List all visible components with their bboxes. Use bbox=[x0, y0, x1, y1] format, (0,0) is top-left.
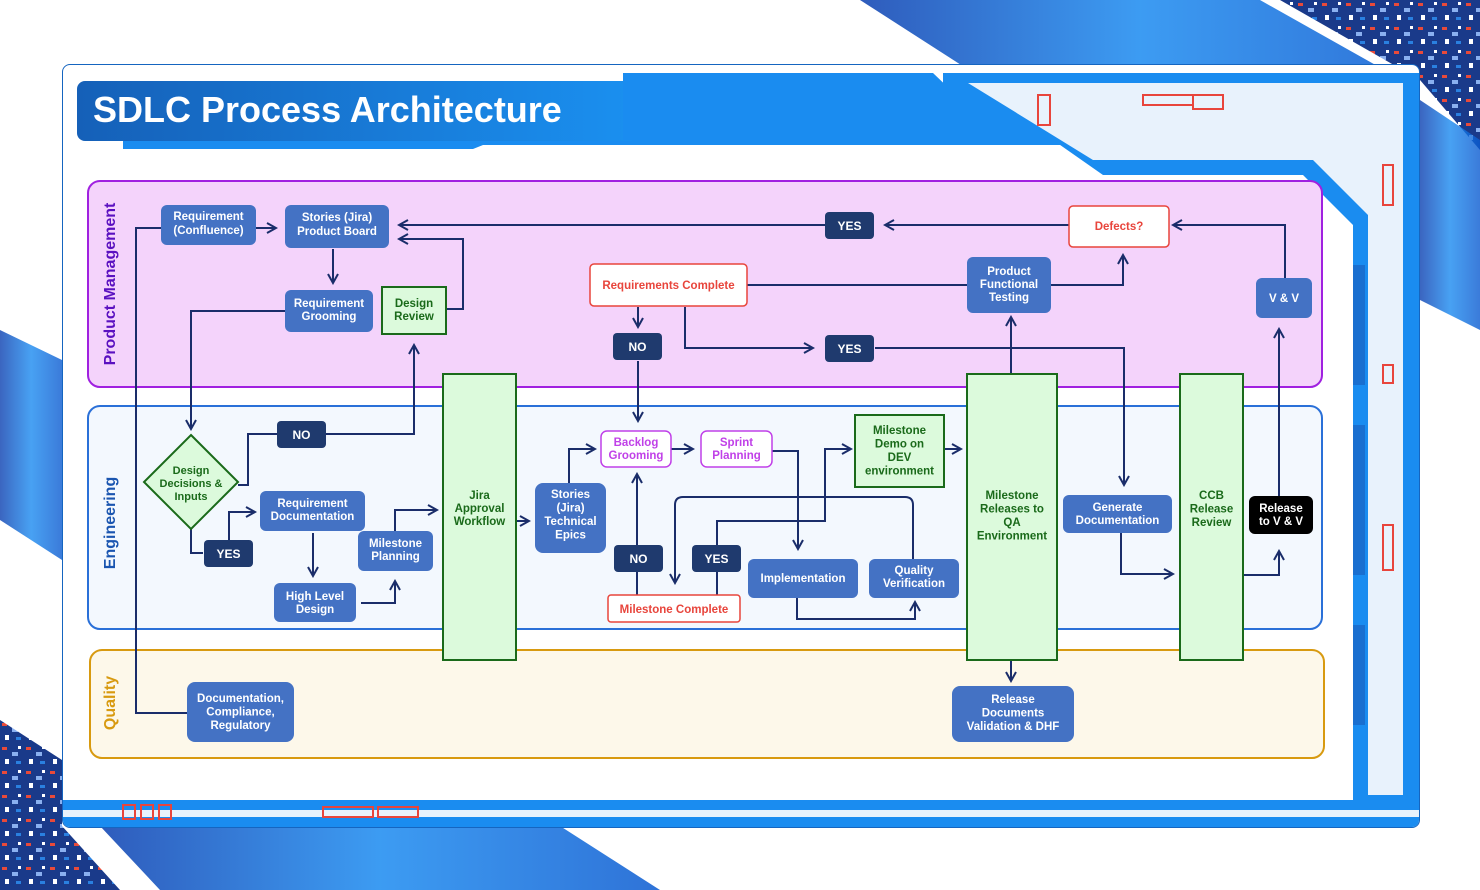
svg-text:NO: NO bbox=[630, 552, 648, 566]
svg-text:YES: YES bbox=[704, 552, 728, 566]
arrow-impl-to-qv bbox=[796, 595, 915, 620]
svg-text:YES: YES bbox=[216, 547, 240, 561]
svg-text:NO: NO bbox=[293, 428, 311, 442]
svg-text:YES: YES bbox=[837, 342, 861, 356]
arrow-milestoneplanning-to-jira bbox=[394, 510, 437, 539]
arrow-yes-to-gendoc bbox=[875, 347, 1124, 485]
line-decision-to-yes bbox=[190, 528, 203, 554]
arrow-no-to-designreview bbox=[238, 345, 414, 486]
tag-yes-design: YES bbox=[204, 540, 253, 567]
arrow-hld-to-milestoneplanning bbox=[361, 581, 395, 604]
tag-no-requirements: NO bbox=[613, 333, 662, 360]
lane-label-quality: Quality bbox=[102, 676, 119, 730]
arrow-epics-to-backlog bbox=[568, 449, 595, 485]
arrow-reqcomplete-to-yes bbox=[684, 307, 813, 348]
svg-text:Stories (Jira)Product Board: Stories (Jira)Product Board bbox=[297, 212, 377, 238]
svg-text:YES: YES bbox=[837, 219, 861, 233]
diagram-canvas: SDLC Process Architecture bbox=[63, 73, 1419, 827]
svg-text:V & V: V & V bbox=[1269, 293, 1299, 305]
arrow-qv-to-milestonecomplete bbox=[675, 496, 914, 583]
arrow-ccb-to-release bbox=[1243, 551, 1279, 576]
tag-yes-requirements: YES bbox=[825, 335, 874, 362]
tag-no-milestone: NO bbox=[614, 545, 663, 572]
connectors bbox=[135, 225, 1286, 714]
arrow-sprint-to-implementation bbox=[761, 450, 798, 549]
svg-text:Implementation: Implementation bbox=[761, 573, 846, 585]
page-title: SDLC Process Architecture bbox=[93, 89, 562, 130]
svg-text:Requirements Complete: Requirements Complete bbox=[602, 280, 734, 292]
arrow-pft-to-defects bbox=[1049, 255, 1123, 286]
svg-text:Defects?: Defects? bbox=[1095, 221, 1144, 233]
tag-yes-milestone: YES bbox=[692, 545, 741, 572]
node-stories-product-board[interactable]: Stories (Jira)Product Board bbox=[285, 205, 389, 248]
node-v-and-v[interactable]: V & V bbox=[1256, 278, 1312, 318]
lane-label-eng: Engineering bbox=[102, 477, 119, 569]
svg-text:Milestone Complete: Milestone Complete bbox=[620, 604, 729, 616]
node-documentation-compliance[interactable]: Documentation,Compliance,Regulatory bbox=[187, 682, 294, 742]
node-requirement-confluence[interactable]: Requirement(Confluence) bbox=[161, 205, 256, 245]
svg-text:Documentation,Compliance,Regul: Documentation,Compliance,Regulatory bbox=[197, 693, 284, 732]
node-implementation[interactable]: Implementation bbox=[748, 559, 858, 598]
circuit-border-decoration bbox=[63, 73, 1419, 827]
lane-label-pm: Product Management bbox=[102, 202, 119, 365]
arrow-vv-to-defects bbox=[1173, 225, 1286, 293]
arrow-gendoc-to-ccb bbox=[1120, 533, 1173, 574]
tag-yes-defects: YES bbox=[825, 212, 874, 239]
node-milestone-complete[interactable]: Milestone Complete bbox=[607, 594, 741, 623]
node-requirements-complete[interactable]: Requirements Complete bbox=[589, 263, 748, 307]
line-confluence-to-docs bbox=[135, 227, 187, 714]
arrow-yes-to-reqdoc bbox=[228, 512, 255, 541]
svg-text:NO: NO bbox=[629, 340, 647, 354]
node-defects[interactable]: Defects? bbox=[1068, 205, 1170, 248]
diagram-card: SDLC Process Architecture bbox=[62, 64, 1420, 828]
svg-text:Requirement(Confluence): Requirement(Confluence) bbox=[173, 211, 243, 237]
arrow-grooming-to-decision bbox=[191, 310, 285, 429]
tag-no-design: NO bbox=[277, 421, 326, 448]
arrow-designreview-to-stories bbox=[399, 239, 464, 310]
